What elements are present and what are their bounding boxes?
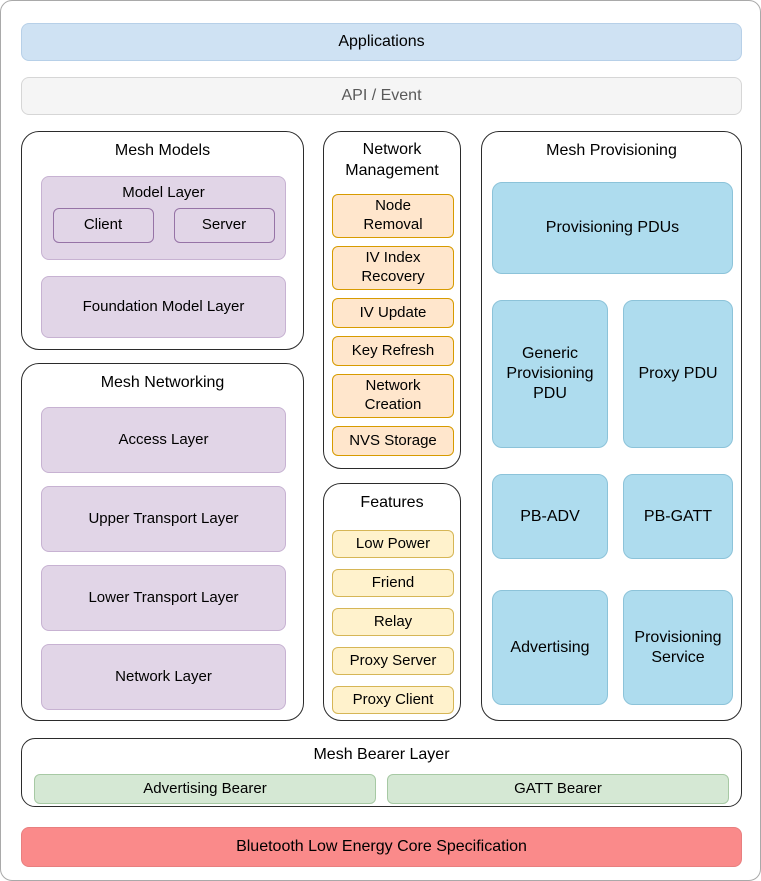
api-event-label: API / Event [341, 87, 422, 104]
mesh-provisioning-group: Mesh Provisioning Provisioning PDUs Gene… [481, 131, 742, 721]
relay-box: Relay [332, 608, 454, 636]
provisioning-pdus-box: Provisioning PDUs [492, 182, 733, 274]
lower-transport-layer-box: Lower Transport Layer [41, 565, 286, 631]
features-stack: Low Power Friend Relay Proxy Server Prox… [332, 530, 454, 714]
iv-index-recovery-box: IV Index Recovery [332, 246, 454, 290]
mesh-bearer-layer-group: Mesh Bearer Layer Advertising Bearer GAT… [21, 738, 742, 807]
network-creation-box: Network Creation [332, 374, 454, 418]
upper-transport-layer-box: Upper Transport Layer [41, 486, 286, 552]
mesh-networking-group: Mesh Networking Access Layer Upper Trans… [21, 363, 304, 721]
mesh-provisioning-title: Mesh Provisioning [546, 142, 677, 159]
pb-gatt-box: PB-GATT [623, 474, 733, 559]
provisioning-service-box: Provisioning Service [623, 590, 733, 705]
network-management-stack: Node Removal IV Index Recovery IV Update… [332, 194, 454, 456]
advertising-box: Advertising [492, 590, 608, 705]
low-power-box: Low Power [332, 530, 454, 558]
mesh-networking-title: Mesh Networking [100, 374, 225, 391]
access-layer-box: Access Layer [41, 407, 286, 473]
applications-bar: Applications [21, 23, 742, 61]
nvs-storage-box: NVS Storage [332, 426, 454, 456]
gatt-bearer-box: GATT Bearer [387, 774, 729, 804]
applications-label: Applications [338, 33, 425, 50]
mesh-bearer-layer-title: Mesh Bearer Layer [313, 746, 450, 763]
proxy-server-box: Proxy Server [332, 647, 454, 675]
mesh-bearer-row: Advertising Bearer GATT Bearer [34, 774, 729, 804]
ble-core-spec-bar: Bluetooth Low Energy Core Specification [21, 827, 742, 867]
key-refresh-box: Key Refresh [332, 336, 454, 366]
mesh-models-title: Mesh Models [114, 142, 211, 159]
model-layer-title: Model Layer [122, 184, 205, 201]
network-management-group: Network Management Node Removal IV Index… [323, 131, 461, 469]
generic-provisioning-pdu-box: Generic Provisioning PDU [492, 300, 608, 448]
client-box: Client [52, 208, 154, 243]
features-group: Features Low Power Friend Relay Proxy Se… [323, 483, 461, 721]
pb-adv-box: PB-ADV [492, 474, 608, 559]
ble-core-spec-label: Bluetooth Low Energy Core Specification [236, 838, 527, 855]
network-layer-box: Network Layer [41, 644, 286, 710]
proxy-client-box: Proxy Client [332, 686, 454, 714]
api-event-bar: API / Event [21, 77, 742, 115]
server-box: Server [173, 208, 275, 243]
node-removal-box: Node Removal [332, 194, 454, 238]
advertising-bearer-box: Advertising Bearer [34, 774, 376, 804]
features-title: Features [360, 494, 424, 511]
model-layer-row: Client Server [42, 208, 285, 243]
iv-update-box: IV Update [332, 298, 454, 328]
mesh-networking-stack: Access Layer Upper Transport Layer Lower… [41, 407, 286, 710]
model-layer-box: Model Layer Client Server [41, 176, 286, 260]
foundation-model-layer-box: Foundation Model Layer [41, 276, 286, 338]
mesh-models-group: Mesh Models Model Layer Client Server Fo… [21, 131, 304, 350]
friend-box: Friend [332, 569, 454, 597]
network-management-title: Network Management [345, 141, 439, 179]
proxy-pdu-box: Proxy PDU [623, 300, 733, 448]
